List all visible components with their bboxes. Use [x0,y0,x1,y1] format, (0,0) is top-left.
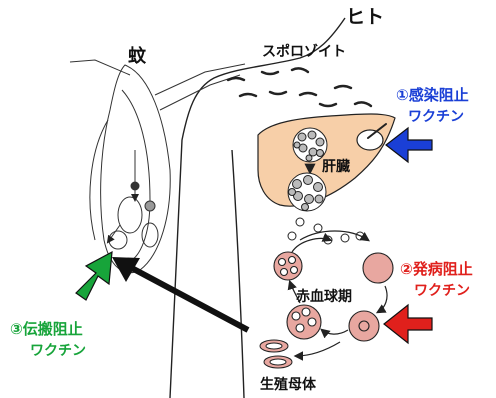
infection-blocking-vaccine-sublabel: ワクチン [408,109,464,125]
human-body-outline [169,17,346,398]
transmission-arrow [112,257,250,333]
transmission-blocking-vaccine-sublabel: ワクチン [30,343,86,359]
sporozoites [226,67,373,124]
sporozoite-label: スポロゾイト [262,44,346,60]
disease-blocking-vaccine-label: ②発病阻止 [400,260,473,278]
erythrocytic-stage-label: 赤血球期 [296,289,352,305]
liver-label: 肝臓 [322,159,350,175]
human-label: ヒト [346,6,385,28]
mosquito-drawing [69,59,246,274]
red-vaccine-arrow [383,303,433,345]
disease-blocking-vaccine-sublabel: ワクチン [414,283,470,299]
gametocyte-label: 生殖母体 [260,377,316,393]
transmission-blocking-vaccine-label: ③伝搬阻止 [10,320,83,338]
erythrocytic-cycle [273,251,394,342]
erythrocytic-arrows [287,232,388,339]
gametocytes [259,339,293,369]
blue-vaccine-arrow [385,126,433,164]
liver-schizont-upper [292,127,328,163]
green-vaccine-arrow [75,250,113,301]
mosquito-label: 蚊 [128,46,146,67]
infection-blocking-vaccine-label: ①感染阻止 [396,86,469,104]
infected-liver-cell [356,123,387,151]
liver-schizont-lower [287,172,327,212]
